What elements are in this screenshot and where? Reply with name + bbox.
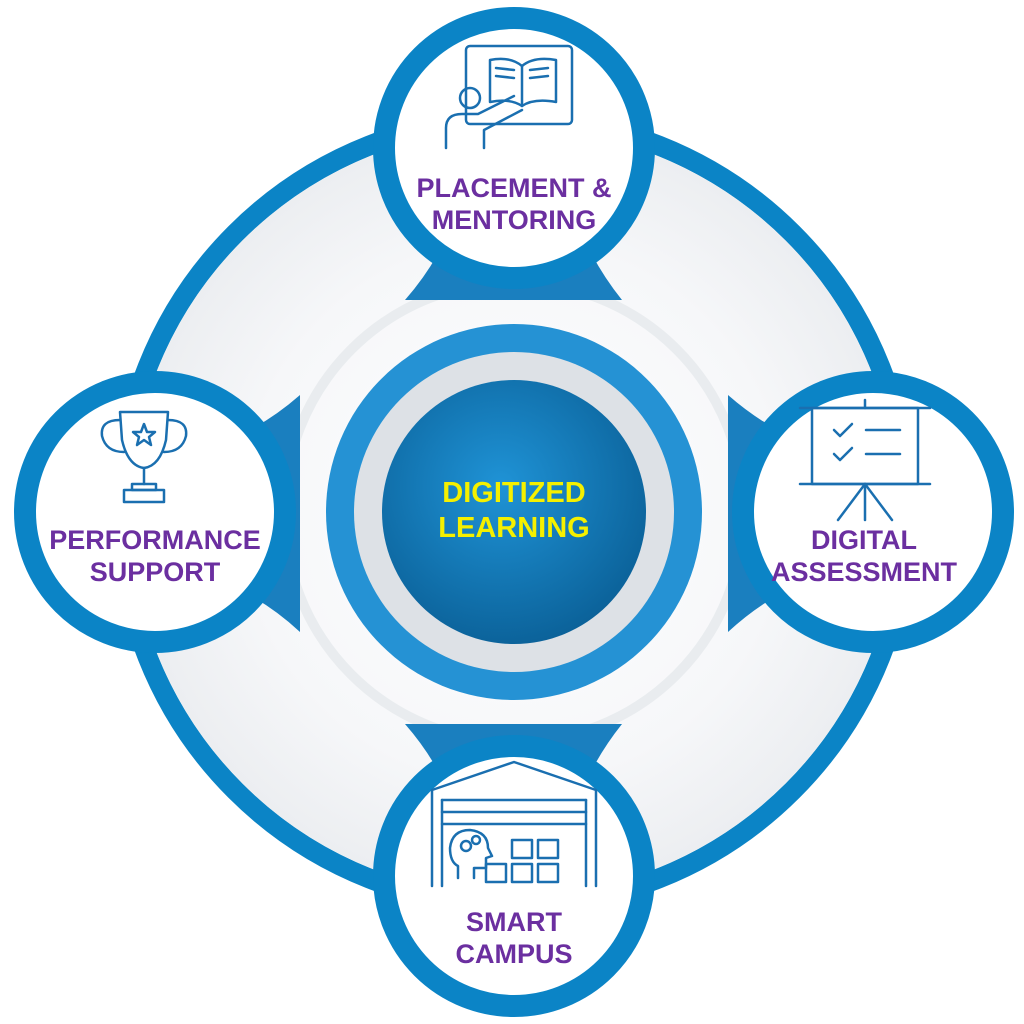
node-left-label: PERFORMANCE SUPPORT (25, 524, 285, 589)
smart-warehouse-icon (430, 760, 598, 888)
node-right-label-line2: ASSESSMENT (770, 557, 958, 588)
checklist-board-icon (798, 398, 932, 522)
teacher-book-icon (444, 44, 574, 150)
node-bottom-label-line2: CAMPUS (455, 939, 573, 970)
node-top-circle (373, 7, 655, 289)
center-label-line1: DIGITIZED (442, 477, 586, 509)
node-top-label-line2: MENTORING (431, 205, 597, 236)
trophy-icon (100, 410, 188, 504)
node-right-label-line1: DIGITAL (811, 525, 917, 555)
node-left-label-line2: SUPPORT (89, 557, 221, 588)
node-left-label-line1: PERFORMANCE (49, 525, 261, 555)
node-top-label: PLACEMENT & MENTORING (384, 172, 644, 237)
node-bottom-label: SMART CAMPUS (414, 906, 614, 971)
center-label: DIGITIZED LEARNING (414, 476, 614, 546)
node-right-circle (732, 371, 1014, 653)
node-right-label: DIGITAL ASSESSMENT (744, 524, 984, 589)
center-label-line2: LEARNING (438, 511, 590, 544)
node-bottom-label-line1: SMART (466, 907, 562, 937)
node-top-label-line1: PLACEMENT & (416, 173, 612, 203)
node-left-circle (14, 371, 296, 653)
center-core (382, 380, 646, 644)
